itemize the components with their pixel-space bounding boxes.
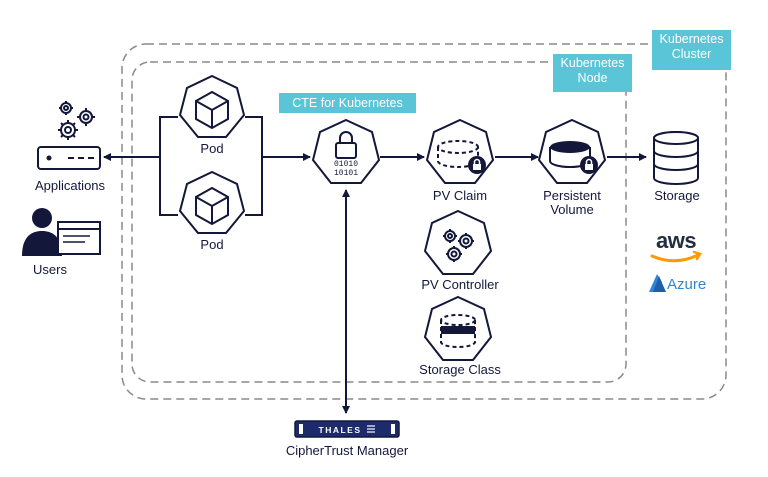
svg-text:01010: 01010 [334, 160, 358, 169]
applications-icon [37, 101, 101, 170]
aws-logo-icon [650, 253, 700, 263]
pv-controller-label: PV Controller [421, 277, 499, 292]
gears-icon [58, 101, 95, 140]
user-icon [22, 208, 101, 256]
pod-bottom-label: Pod [200, 237, 224, 252]
pv-controller-icon [423, 209, 493, 275]
kubernetes-node-boundary [131, 61, 627, 383]
svg-text:THALES: THALES [319, 425, 362, 435]
pv-claim-icon [425, 118, 495, 184]
kubernetes-cluster-boundary [121, 43, 727, 400]
kubernetes-cluster-tag: Kubernetes Cluster [652, 30, 731, 70]
applications-label: Applications [34, 178, 106, 193]
azure-label: Azure [667, 276, 707, 293]
aws-label: aws [656, 228, 697, 253]
pod-top-label: Pod [200, 141, 224, 156]
persistent-volume-icon [537, 118, 607, 184]
svg-text:10101: 10101 [334, 169, 358, 178]
persistent-volume-label: Persistent Volume [543, 188, 601, 217]
azure-logo-icon [649, 274, 666, 292]
ciphertrust-manager-label: CipherTrust Manager [285, 443, 409, 458]
cte-encryption-icon: 01010 10101 [311, 118, 381, 184]
storage-label: Storage [654, 188, 700, 203]
pod-top-icon [178, 74, 246, 138]
pod-bottom-icon [178, 170, 246, 234]
users-label: Users [33, 262, 67, 277]
storage-database-icon [653, 131, 699, 185]
kubernetes-node-tag: Kubernetes Node [553, 54, 632, 92]
storage-class-icon [423, 295, 493, 361]
cte-for-kubernetes-tag: CTE for Kubernetes [279, 93, 416, 113]
pods-bracket-connector [103, 116, 311, 216]
pv-claim-label: PV Claim [432, 188, 488, 203]
ciphertrust-appliance-icon: THALES [294, 420, 400, 438]
storage-class-label: Storage Class [419, 362, 501, 377]
